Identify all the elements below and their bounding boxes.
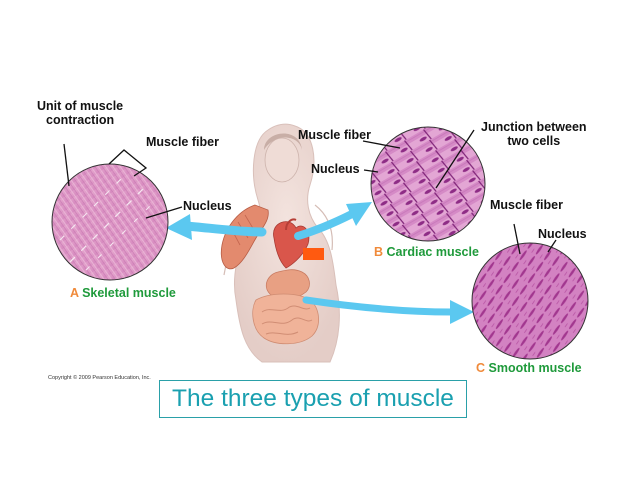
slide-title: The three types of muscle	[172, 385, 454, 412]
arm-muscle	[220, 204, 269, 270]
highlight-marker	[303, 248, 324, 260]
caption-cardiac-letter: B	[374, 245, 384, 259]
arrow-to-smooth	[302, 296, 474, 324]
cardiac-muscle-micrograph	[370, 126, 486, 242]
label-unit-of-contraction: Unit of muscle contraction	[37, 99, 124, 127]
leader-lines	[63, 129, 557, 255]
caption-cardiac-name: Cardiac muscle	[386, 245, 479, 259]
label-skeletal-nucleus: Nucleus	[183, 199, 232, 213]
copyright-notice: Copyright © 2009 Pearson Education, Inc.	[48, 375, 151, 381]
label-smooth-muscle-fiber: Muscle fiber	[490, 198, 563, 212]
digestive-organs	[252, 269, 319, 345]
label-skeletal-muscle-fiber: Muscle fiber	[146, 135, 219, 149]
caption-skeletal-name: Skeletal muscle	[82, 286, 176, 300]
caption-cardiac: B Cardiac muscle	[374, 245, 479, 259]
smooth-muscle-micrograph	[471, 242, 589, 360]
caption-skeletal-letter: A	[70, 286, 79, 300]
arrow-to-skeletal	[166, 214, 267, 240]
label-smooth-nucleus: Nucleus	[538, 227, 587, 241]
slide-title-box: The three types of muscle	[159, 380, 467, 418]
label-cardiac-nucleus: Nucleus	[311, 162, 360, 176]
label-cardiac-muscle-fiber: Muscle fiber	[298, 128, 371, 142]
caption-smooth: C Smooth muscle	[476, 361, 582, 375]
arrow-to-cardiac	[294, 202, 372, 240]
caption-skeletal: A Skeletal muscle	[70, 286, 176, 300]
label-junction: Junction between two cells	[481, 120, 587, 148]
caption-smooth-name: Smooth muscle	[488, 361, 582, 375]
caption-smooth-letter: C	[476, 361, 486, 375]
skeletal-muscle-micrograph	[51, 163, 169, 281]
